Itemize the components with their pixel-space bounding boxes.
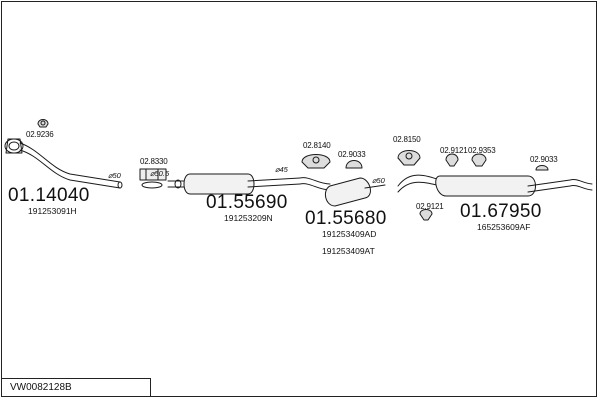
accessory-label: 02.9121: [440, 146, 468, 155]
oe-code-rear-silencer-2: 191253409AT: [322, 246, 375, 256]
diagram-id: VW0082128B: [1, 378, 151, 397]
accessory-label: ⌀50.5: [150, 169, 170, 178]
rear-pipe-drawing: [299, 177, 386, 207]
oe-code-front-pipe: 191253091H: [28, 206, 77, 216]
part-number-rear-muffler: 01.67950: [460, 201, 542, 222]
part-number-rear-silencer: 01.55680: [305, 208, 387, 229]
accessory-label: 02.9236: [26, 130, 54, 139]
accessory-label: 02.8330: [140, 157, 168, 166]
diameter-front-pipe: ⌀50: [108, 171, 121, 180]
accessory-label: 02.8150: [393, 135, 421, 144]
oe-code-rear-silencer-1: 191253409AD: [322, 229, 377, 239]
accessory-label: 02.9033: [338, 150, 366, 159]
accessory-label: 02.9033: [530, 155, 558, 164]
accessory-label: 02.9353: [468, 146, 496, 155]
diameter-rear-silencer: ⌀50: [372, 176, 385, 185]
accessory-label: 02.8140: [303, 141, 331, 150]
middle-silencer-drawing: [167, 173, 301, 195]
part-number-middle-silencer: 01.55690: [206, 192, 288, 213]
clamp-drawing: [37, 119, 49, 128]
hanger-drawings: [301, 150, 549, 221]
joint-drawing: [139, 168, 167, 189]
diameter-middle-silencer: ⌀45: [275, 165, 288, 174]
oe-code-rear-muffler: 165253609AF: [477, 222, 531, 232]
oe-code-middle-silencer: 191253209N: [224, 213, 273, 223]
rear-muffler-drawing: [397, 174, 593, 197]
front-pipe-drawing: [4, 138, 123, 189]
part-number-front-pipe: 01.14040: [8, 185, 90, 206]
accessory-label: 02.9121: [416, 202, 444, 211]
